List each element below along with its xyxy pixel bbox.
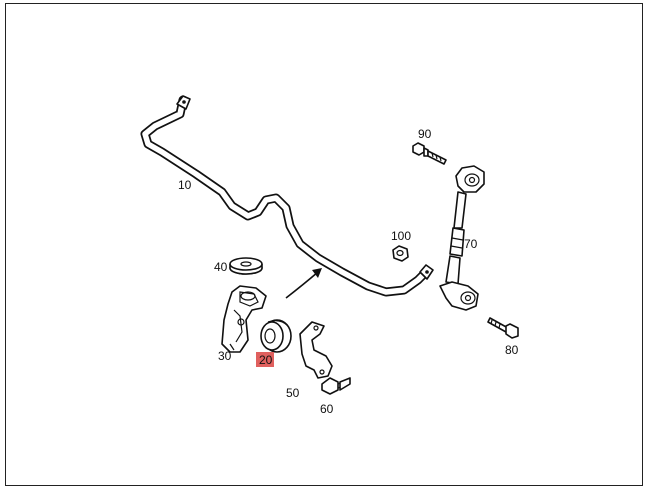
label-40: 40 — [214, 260, 228, 274]
nut[interactable] — [392, 245, 409, 262]
label-80: 80 — [505, 343, 519, 357]
assembly-arrow — [285, 268, 322, 299]
diagram-frame — [5, 3, 643, 486]
clamp[interactable] — [299, 321, 333, 379]
link-rod[interactable] — [439, 165, 485, 311]
label-10: 10 — [178, 178, 192, 192]
label-20-highlight — [256, 352, 274, 367]
label-70: 70 — [464, 237, 478, 251]
link-upper-bolt[interactable] — [412, 142, 447, 165]
label-100: 100 — [391, 229, 411, 243]
label-50: 50 — [286, 386, 300, 400]
bracket[interactable] — [221, 285, 267, 353]
link-lower-bolt[interactable] — [487, 317, 519, 339]
label-30: 30 — [218, 349, 232, 363]
bushing[interactable] — [260, 319, 292, 353]
stabilizer-bar[interactable] — [140, 95, 434, 297]
label-20: 20 — [259, 353, 273, 367]
rubber-mount[interactable] — [229, 257, 263, 275]
label-90: 90 — [418, 127, 432, 141]
clamp-bolt[interactable] — [321, 377, 351, 395]
label-60: 60 — [320, 402, 334, 416]
